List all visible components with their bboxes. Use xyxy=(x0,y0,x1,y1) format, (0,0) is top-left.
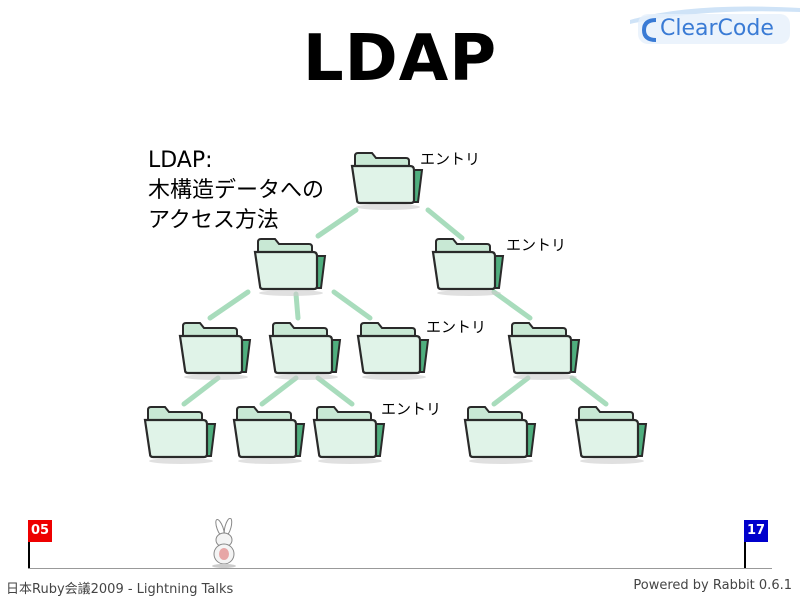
folder-l2-b-icon xyxy=(268,321,342,382)
logo-swoosh-icon xyxy=(630,6,800,44)
folder-l3-e-icon xyxy=(574,405,648,466)
footer-powered-by: Powered by Rabbit 0.6.1 xyxy=(633,578,792,593)
rabbit-icon xyxy=(212,518,236,568)
description-line-2: 木構造データへの xyxy=(148,178,325,203)
description-line-3: アクセス方法 xyxy=(148,208,279,233)
footer-event: 日本Ruby会議2009 - Lightning Talks xyxy=(6,582,234,597)
folder-l3-d-icon xyxy=(463,405,537,466)
page-title: LDAP xyxy=(302,22,498,96)
connector xyxy=(293,291,301,321)
entry-label-l2: エントリ xyxy=(426,318,487,336)
start-flag: 05 xyxy=(28,520,52,542)
connector xyxy=(569,375,609,407)
folder-l2-d-icon xyxy=(507,321,581,382)
connector xyxy=(425,207,465,241)
folder-l1-left-icon xyxy=(253,237,327,298)
folder-l1-right-icon xyxy=(431,237,505,298)
connector xyxy=(207,289,251,321)
connector xyxy=(259,375,299,407)
entry-label-l1: エントリ xyxy=(506,236,567,254)
entry-label-root: エントリ xyxy=(420,150,481,168)
connector xyxy=(331,289,373,321)
folder-l2-a-icon xyxy=(178,321,252,382)
connector xyxy=(491,375,531,407)
start-flag-pole xyxy=(28,520,30,568)
folder-l2-c-icon xyxy=(356,321,430,382)
folder-l3-c-icon xyxy=(312,405,386,466)
end-flag-pole xyxy=(744,520,746,568)
entry-label-l3: エントリ xyxy=(381,400,442,418)
description: LDAP: 木構造データへの アクセス方法 xyxy=(148,146,324,236)
tree-connectors xyxy=(181,207,609,407)
logo-text: ClearCode xyxy=(660,16,774,41)
folder-root-icon xyxy=(350,151,424,212)
folder-l3-b-icon xyxy=(232,405,306,466)
folder-l3-a-icon xyxy=(143,405,217,466)
connector xyxy=(181,375,221,407)
connector xyxy=(491,289,533,321)
connector xyxy=(315,375,355,407)
progress-track xyxy=(28,568,772,569)
clearcode-logo: ClearCode xyxy=(630,6,800,52)
description-line-1: LDAP: xyxy=(148,148,213,173)
end-flag: 17 xyxy=(744,520,768,542)
connector xyxy=(315,207,359,239)
